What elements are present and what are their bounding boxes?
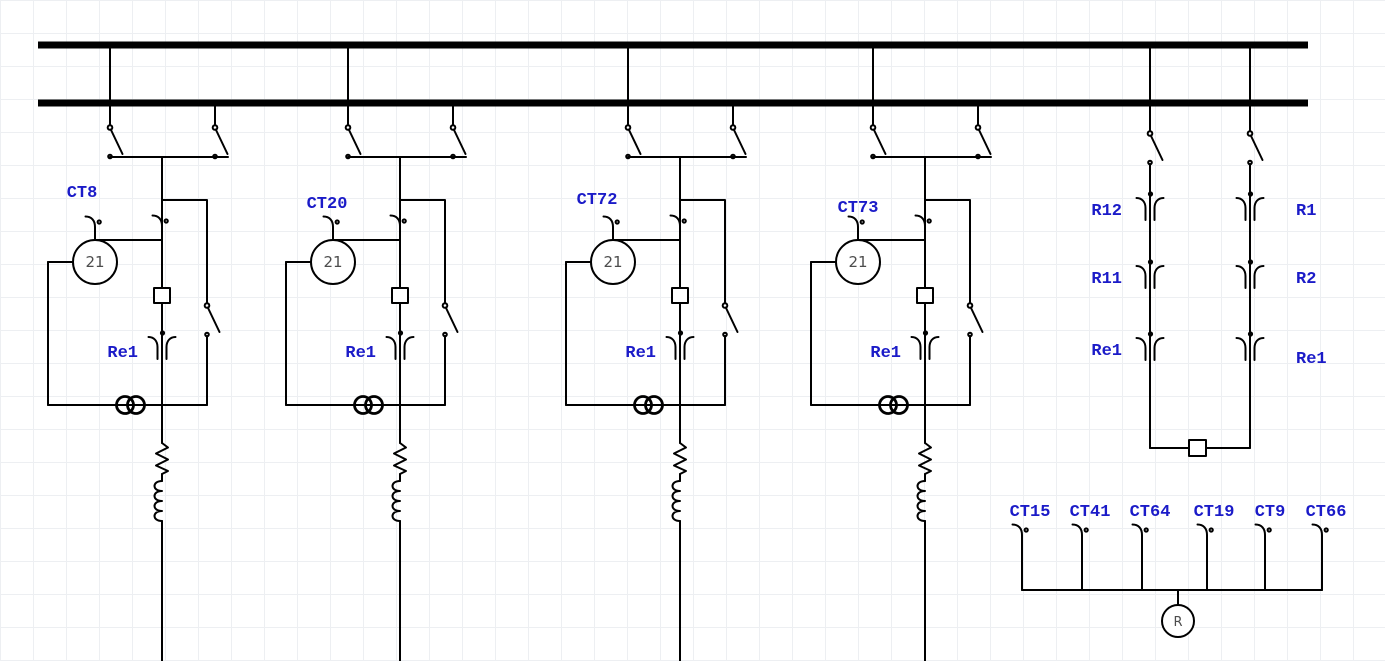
labels-layer: CT8 CT20 CT72 CT73 21 21 21 21 Re1 Re1 R…: [67, 184, 1347, 630]
ct-bank-label: CT9: [1255, 503, 1286, 522]
riser-right-label: Re1: [1296, 350, 1327, 369]
riser-left-label: Re1: [1091, 342, 1122, 361]
resistor-riser-section: [1135, 46, 1265, 457]
ct-bank-label: CT64: [1130, 503, 1171, 522]
re1-label: Re1: [107, 344, 138, 363]
riser-left-label: R12: [1091, 202, 1122, 221]
ct-label: CT8: [67, 184, 98, 203]
ct-label: CT72: [577, 191, 618, 210]
relay-number: 21: [323, 253, 342, 271]
riser-left-label: R11: [1091, 270, 1122, 289]
ct-bank-section: [1011, 523, 1329, 638]
ct-hook-icon[interactable]: [1011, 523, 1029, 549]
feeder-bay-2[interactable]: [286, 47, 466, 661]
summation-relay-circle[interactable]: [1161, 604, 1195, 638]
relay-number: 21: [848, 253, 867, 271]
disconnect-switch-right[interactable]: [1246, 130, 1264, 166]
ct-bank-label: CT41: [1070, 503, 1111, 522]
ct-hook-icon[interactable]: [1131, 523, 1149, 549]
ct-label: CT73: [838, 199, 879, 218]
riser-right-label: R2: [1296, 270, 1316, 289]
feeder-bay-4[interactable]: [811, 47, 991, 661]
re1-label: Re1: [345, 344, 376, 363]
ct-label: CT20: [307, 195, 348, 214]
feeder-bay-1[interactable]: [48, 47, 228, 661]
ct-hook-icon[interactable]: [1254, 523, 1272, 549]
ct-hook-icon[interactable]: [1196, 523, 1214, 549]
ct-hook-icon[interactable]: [1071, 523, 1089, 549]
re1-label: Re1: [625, 344, 656, 363]
relay-number: 21: [85, 253, 104, 271]
relay-number: 21: [603, 253, 622, 271]
ct-hook-icon[interactable]: [1311, 523, 1329, 549]
ct-bank-label: CT66: [1306, 503, 1347, 522]
summation-relay-label: R: [1173, 615, 1182, 630]
riser-right-label: R1: [1296, 202, 1316, 221]
feeder-bay-3[interactable]: [566, 47, 746, 661]
ct-bank-label: CT19: [1194, 503, 1235, 522]
disconnect-switch-left[interactable]: [1146, 130, 1164, 166]
re1-label: Re1: [870, 344, 901, 363]
relay-box[interactable]: [1188, 439, 1207, 457]
ct-bank-label: CT15: [1010, 503, 1051, 522]
